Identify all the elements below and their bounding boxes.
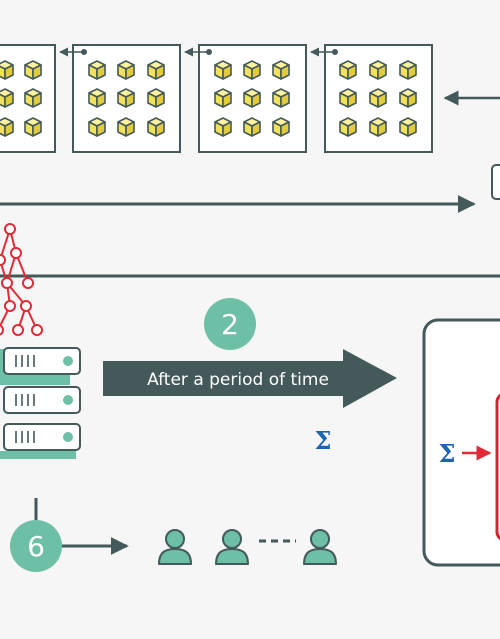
cube-icon	[24, 88, 42, 108]
time-arrow-label: After a period of time	[147, 370, 329, 390]
cube-icon	[147, 88, 165, 108]
step-6-badge: 6	[10, 520, 62, 572]
chain-link-3	[310, 47, 338, 57]
cube-icon	[339, 60, 357, 80]
cube-icon	[88, 60, 106, 80]
cube-icon	[243, 60, 261, 80]
time-arrow: After a period of time	[103, 349, 397, 408]
cube-icon	[369, 88, 387, 108]
cube-icon	[24, 117, 42, 137]
cube-icon	[24, 60, 42, 80]
panel-sum-symbol: Σ	[439, 439, 456, 468]
cube-icon	[88, 117, 106, 137]
cube-icon	[243, 88, 261, 108]
cube-icon	[399, 88, 417, 108]
cube-icon	[214, 88, 232, 108]
cube-icon	[272, 88, 290, 108]
cube-icon	[147, 60, 165, 80]
cube-icon	[272, 117, 290, 137]
device-icon	[491, 164, 500, 200]
chain-link-2	[184, 47, 212, 57]
user-icon	[303, 529, 337, 565]
blockchain-row	[0, 44, 500, 153]
cube-icon	[214, 60, 232, 80]
step-6-label: 6	[27, 530, 45, 563]
cube-icon	[88, 88, 106, 108]
step-2-label: 2	[221, 308, 239, 341]
cube-icon	[272, 60, 290, 80]
sum-symbol: Σ	[315, 426, 332, 455]
cube-icon	[243, 117, 261, 137]
user-icon	[158, 529, 192, 565]
cube-icon	[369, 60, 387, 80]
cube-icon	[0, 88, 14, 108]
cube-icon	[0, 117, 14, 137]
cube-icon	[369, 117, 387, 137]
cube-icon	[117, 60, 135, 80]
cube-icon	[399, 117, 417, 137]
server-icon	[0, 347, 81, 459]
step-2-badge: 2	[204, 298, 256, 350]
user-icon	[215, 529, 249, 565]
cube-icon	[117, 88, 135, 108]
cube-icon	[0, 60, 14, 80]
aggregation-panel: Σ	[422, 318, 500, 567]
cube-icon	[147, 117, 165, 137]
cube-icon	[399, 60, 417, 80]
chain-link-1	[59, 47, 87, 57]
tree-icon	[0, 223, 43, 336]
cube-icon	[117, 117, 135, 137]
cube-icon	[214, 117, 232, 137]
cube-icon	[339, 117, 357, 137]
cube-icon	[339, 88, 357, 108]
